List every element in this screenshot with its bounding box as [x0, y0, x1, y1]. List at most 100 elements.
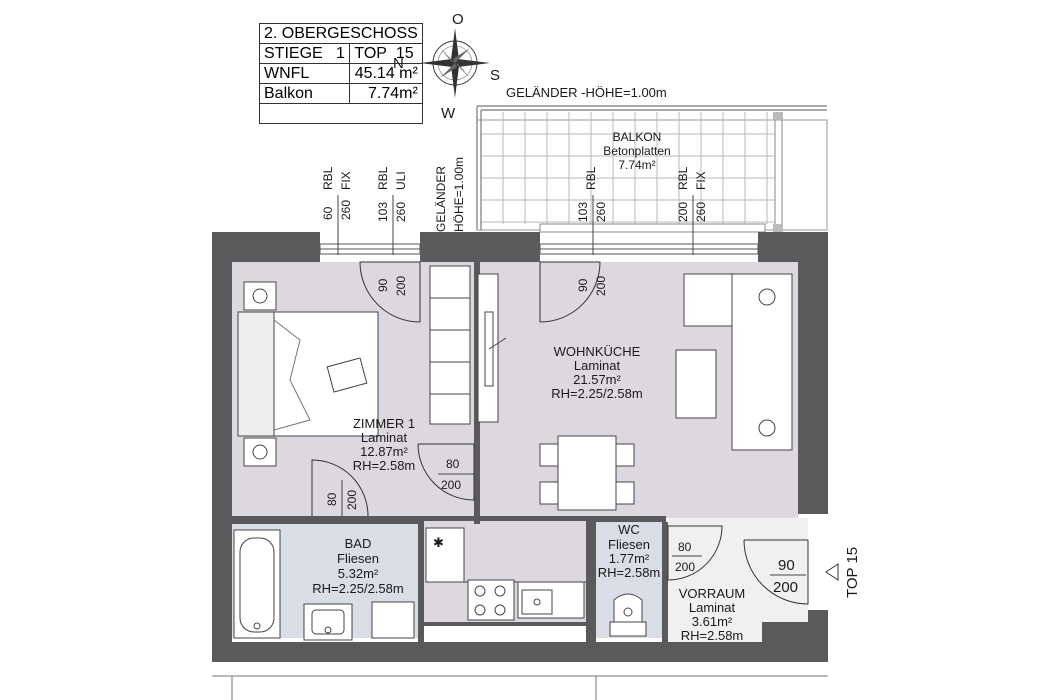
stair-value: 1 [336, 45, 345, 62]
svg-text:90: 90 [576, 278, 590, 292]
svg-text:FIX: FIX [339, 171, 353, 190]
room-label-zimmer: ZIMMER 1 Laminat 12.87m² RH=2.58m [353, 416, 416, 473]
washing-machine-icon [371, 601, 415, 639]
stair-label: STIEGE [264, 45, 323, 62]
svg-text:12.87m²: 12.87m² [360, 444, 408, 459]
svg-text:WOHNKÜCHE: WOHNKÜCHE [554, 344, 641, 359]
bathtub-icon [233, 529, 281, 639]
svg-text:Fliesen: Fliesen [337, 551, 379, 566]
balcony-area-label: 7.74m² [618, 158, 655, 172]
room-label-wc: WC Fliesen 1.77m² RH=2.58m [598, 522, 661, 580]
unit-label: TOP [354, 45, 387, 62]
unit-cell: TOP 15 [349, 43, 423, 64]
svg-text:260: 260 [694, 202, 708, 222]
svg-text:RH=2.58m: RH=2.58m [353, 458, 416, 473]
compass-o: O [452, 11, 464, 28]
sofa-icon [683, 273, 793, 451]
balcony-name: BALKON [613, 130, 662, 144]
compass-s: S [490, 67, 500, 84]
svg-text:ZIMMER 1: ZIMMER 1 [353, 416, 415, 431]
svg-text:RBL: RBL [321, 166, 335, 190]
balcony-floor: Betonplatten [603, 144, 670, 158]
svg-text:103: 103 [576, 202, 590, 222]
svg-text:Laminat: Laminat [574, 358, 621, 373]
svg-text:200: 200 [345, 490, 359, 510]
svg-text:200: 200 [394, 276, 408, 296]
balcony-label: Balkon [258, 83, 351, 104]
svg-text:BAD: BAD [345, 536, 372, 551]
svg-text:1.77m²: 1.77m² [609, 551, 650, 566]
door-label-entrance: 90 200 [770, 557, 806, 596]
toilet-icon [609, 593, 647, 637]
windows [319, 243, 759, 255]
door-label-bad: 80 200 [325, 480, 359, 516]
window-label-4: 200 260 RBL FIX [676, 166, 708, 255]
svg-text:90: 90 [778, 557, 795, 574]
door-swings [311, 261, 809, 605]
balcony-area [476, 105, 828, 233]
svg-text:RBL: RBL [376, 166, 390, 190]
svg-text:RBL: RBL [676, 166, 690, 190]
svg-text:3.61m²: 3.61m² [692, 614, 733, 629]
door-label-balcony-1: 90 200 [376, 276, 408, 296]
svg-text:90: 90 [376, 278, 390, 292]
window-label-3: 103 260 RBL [576, 166, 608, 255]
railing-side-label: GELÄNDER HÖHE=1.00m [434, 157, 466, 232]
compass-w: W [441, 105, 456, 122]
svg-text:260: 260 [594, 202, 608, 222]
svg-text:200: 200 [676, 202, 690, 222]
info-empty-row [259, 103, 423, 124]
room-label-vorraum: VORRAUM Laminat 3.61m² RH=2.58m [679, 586, 745, 643]
svg-text:Laminat: Laminat [361, 430, 408, 445]
stair-cell: STIEGE 1 [258, 43, 351, 64]
walls [212, 232, 828, 662]
cooktop-icon [467, 579, 515, 621]
fridge-icon: ✱ [433, 535, 444, 550]
kitchen-counter [425, 527, 586, 583]
window-label-1: 60 260 RBL FIX [321, 166, 353, 255]
window-label-2: 103 260 RBL ULI [376, 166, 408, 255]
kitchen-sink-icon [517, 581, 585, 619]
svg-text:200: 200 [675, 560, 695, 574]
door-label-wc: 80 200 [672, 540, 702, 574]
wardrobe-icon [429, 265, 471, 425]
tv-unit-icon [477, 273, 507, 423]
compass-n: N [393, 55, 404, 72]
door-label-zimmer: 80 200 [438, 457, 474, 492]
svg-text:80: 80 [325, 492, 339, 506]
svg-text:ULI: ULI [394, 171, 408, 190]
svg-text:HÖHE=1.00m: HÖHE=1.00m [452, 157, 466, 232]
svg-text:Fliesen: Fliesen [608, 537, 650, 552]
vorraum-floor [668, 518, 808, 642]
railing-top-label: GELÄNDER -HÖHE=1.00m [506, 85, 667, 100]
svg-text:80: 80 [446, 457, 460, 471]
svg-text:RH=2.58m: RH=2.58m [681, 628, 744, 643]
svg-text:60: 60 [321, 206, 335, 220]
compass-rose-icon [420, 28, 490, 98]
room-label-bad: BAD Fliesen 5.32m² RH=2.25/2.58m [312, 536, 403, 596]
svg-text:Laminat: Laminat [689, 600, 736, 615]
dining-table-icon [539, 435, 635, 511]
door-label-balcony-2: 90 200 [576, 276, 608, 296]
svg-text:RH=2.58m: RH=2.58m [598, 565, 661, 580]
svg-text:80: 80 [678, 540, 692, 554]
lower-edge-detail [212, 675, 828, 700]
svg-text:103: 103 [376, 202, 390, 222]
svg-text:260: 260 [339, 200, 353, 220]
coffee-table-icon [675, 349, 717, 419]
svg-text:5.32m²: 5.32m² [338, 566, 379, 581]
entrance-arrow-icon [825, 563, 839, 581]
washbasin-icon [303, 603, 353, 641]
entrance-label: TOP 15 [844, 547, 861, 598]
svg-text:21.57m²: 21.57m² [573, 372, 621, 387]
svg-text:RH=2.25/2.58m: RH=2.25/2.58m [551, 386, 642, 401]
svg-text:WC: WC [618, 522, 640, 537]
svg-text:RH=2.25/2.58m: RH=2.25/2.58m [312, 581, 403, 596]
info-table: 2. OBERGESCHOSS STIEGE 1 TOP 15 WNFL 45.… [258, 23, 423, 124]
unit-value: 15 [395, 45, 414, 62]
svg-text:VORRAUM: VORRAUM [679, 586, 745, 601]
svg-text:FIX: FIX [694, 171, 708, 190]
bed-icon [237, 311, 379, 437]
svg-text:RBL: RBL [584, 166, 598, 190]
